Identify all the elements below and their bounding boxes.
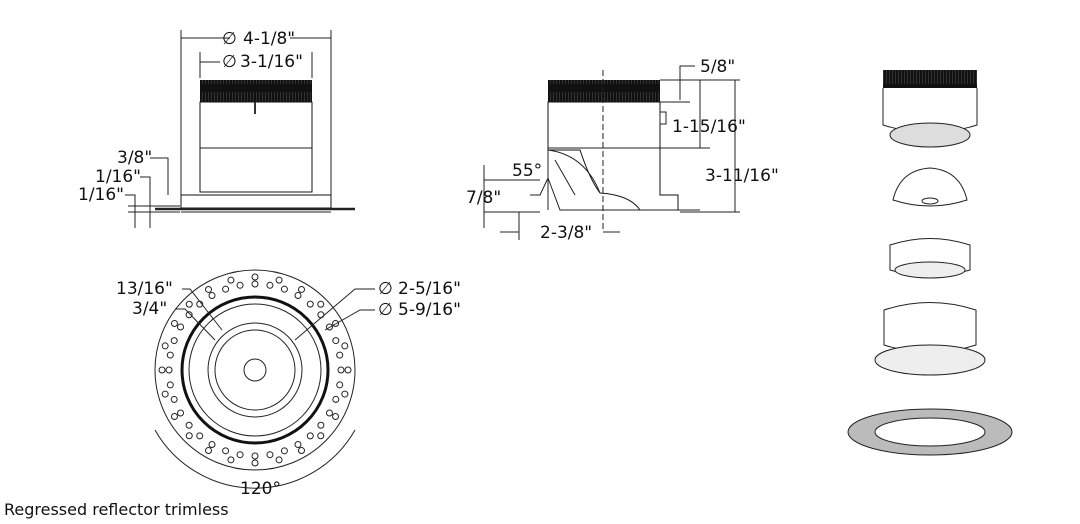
mounting-hole [185,432,193,440]
mounting-hole [332,413,340,420]
aperture-diameter-label: 2-5/16" [398,279,461,299]
total-height-label: 3-11/16" [705,166,779,186]
mounting-hole [185,311,193,319]
mounting-hole [165,366,173,374]
plate-thickness-label: 1/16" [78,185,124,205]
mounting-hole [251,452,259,460]
mounting-hole [332,320,340,327]
mounting-hole [298,447,305,455]
mounting-hole [236,281,244,289]
mounting-hole [170,320,178,327]
mounting-hole [208,440,216,448]
dim-a-label: 13/16" [116,279,173,299]
mounting-hole [336,381,344,389]
regress-depth-label: 7/8" [466,188,501,208]
mounting-hole [205,285,212,293]
outer-diameter-label: 4-1/8" [243,29,295,49]
mounting-hole [317,421,325,429]
mounting-hole [294,440,302,448]
mounting-hole [325,323,333,331]
mounting-hole [161,390,169,398]
mounting-hole [332,395,340,403]
mounting-hole [177,323,185,331]
mounting-hole [341,390,349,398]
mounting-hole [222,285,230,293]
mounting-hole [275,276,283,284]
mounting-hole [336,351,344,359]
mounting-hole [251,280,259,288]
mounting-hole [280,447,288,455]
mounting-hole [344,366,352,374]
mounting-hole [205,447,212,455]
diameter-symbol: ∅ [222,29,237,49]
mounting-hole [227,456,235,464]
mounting-hole [317,300,325,308]
trim-diameter-label: 5-9/16" [398,300,461,320]
bottom-view: 13/16" 3/4" ∅ 2-5/16" ∅ 5-9/16" 120° [116,269,461,499]
mounting-hole [332,337,340,345]
mounting-hole [185,421,193,429]
mounting-hole [170,337,178,345]
mounting-hole [280,285,288,293]
diameter-symbol: ∅ [378,300,393,320]
exploded-view [847,70,1013,456]
mounting-hole [161,342,169,350]
upper-height-label: 1-15/16" [672,117,746,137]
side-view: 5/8" 1-15/16" 3-11/16" 55° 7/8" 2-3/8" [466,57,779,243]
diameter-symbol: ∅ [222,52,237,72]
angle-label: 120° [240,479,281,499]
flange-height-label: 3/8" [117,148,152,168]
mounting-hole [170,413,178,420]
mounting-hole [294,292,302,300]
offset-width-label: 2-3/8" [540,223,592,243]
angle-label: 55° [512,161,542,181]
mounting-hole [325,409,333,417]
mounting-hole [306,432,314,440]
mounting-hole [306,300,314,308]
mounting-hole [251,459,259,467]
mounting-hole [227,276,235,284]
mounting-hole [251,273,259,281]
front-view: ∅ 4-1/8" ∅ 3-1/16" 3/8" 1/16" 1/16" [78,29,355,228]
mounting-hole [177,409,185,417]
mounting-hole [337,366,345,374]
mounting-hole [266,451,274,459]
plate-thickness-label: 1/16" [95,167,141,187]
diameter-symbol: ∅ [378,279,393,299]
mounting-hole [208,292,216,300]
mounting-hole [317,432,325,440]
mounting-hole [196,432,204,440]
mounting-hole [266,281,274,289]
mounting-hole [341,342,349,350]
dim-b-label: 3/4" [132,299,167,319]
mounting-hole [236,451,244,459]
mounting-hole [158,366,166,374]
mounting-hole [222,447,230,455]
mounting-hole [170,395,178,403]
mounting-hole [298,285,305,293]
band-height-label: 5/8" [700,57,735,77]
caption: Regressed reflector trimless [4,500,229,519]
mounting-hole [275,456,283,464]
mounting-hole [185,300,193,308]
mounting-hole [166,381,174,389]
mounting-hole [166,351,174,359]
inner-diameter-label: 3-1/16" [240,52,303,72]
